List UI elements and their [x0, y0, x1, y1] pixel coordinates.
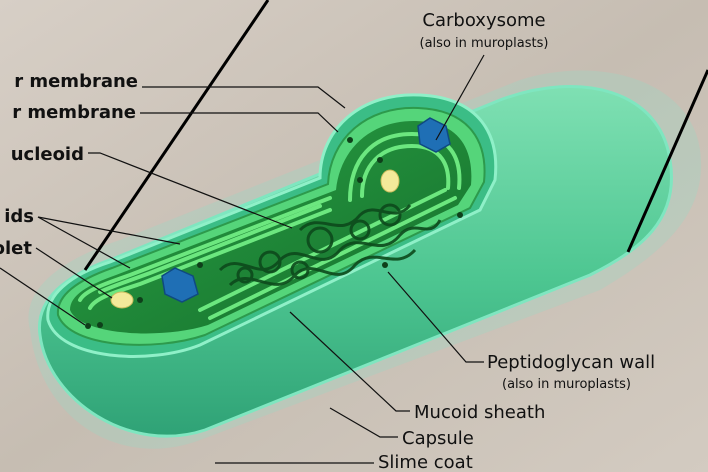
label-carboxysome: Carboxysome	[422, 10, 545, 31]
lipid-droplet-1	[111, 292, 133, 308]
label-capsule: Capsule	[402, 428, 474, 449]
label-peptidoglycan-note: (also in muroplasts)	[502, 377, 631, 392]
lipid-droplet-2	[381, 170, 399, 192]
label-mucoid-sheath: Mucoid sheath	[414, 402, 545, 423]
label-thylakoids: ids	[4, 206, 34, 227]
label-inner-membrane: r membrane	[12, 102, 136, 123]
label-slime-coat: Slime coat	[378, 452, 473, 472]
label-outer-membrane: r membrane	[14, 71, 138, 92]
label-peptidoglycan-wall: Peptidoglycan wall	[487, 352, 655, 373]
label-carboxysome-note: (also in muroplasts)	[420, 36, 549, 51]
label-lipid-droplet: olet	[0, 238, 32, 259]
label-nucleoid: ucleoid	[11, 144, 84, 165]
